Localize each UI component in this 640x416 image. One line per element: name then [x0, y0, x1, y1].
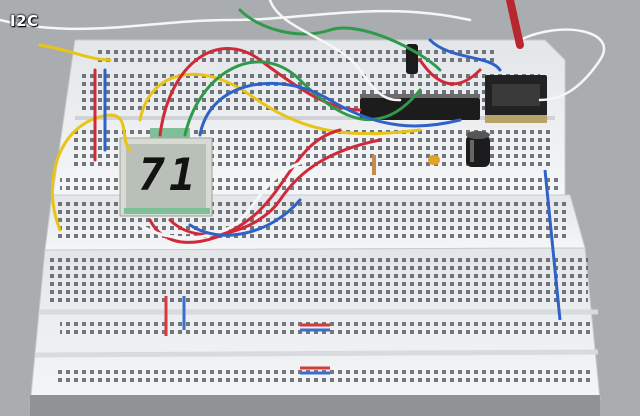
jumper-wires [0, 0, 606, 244]
photo-caption: I2C [10, 12, 39, 30]
lower-breadboard [29, 169, 601, 416]
header-connector [485, 75, 547, 123]
ceramic-capacitor [428, 155, 440, 165]
resistor [372, 155, 376, 175]
lcd-display-value: 71 [138, 150, 200, 201]
ic-chip [360, 94, 480, 120]
electrolytic-capacitor [466, 131, 490, 167]
lcd-module [119, 128, 213, 217]
